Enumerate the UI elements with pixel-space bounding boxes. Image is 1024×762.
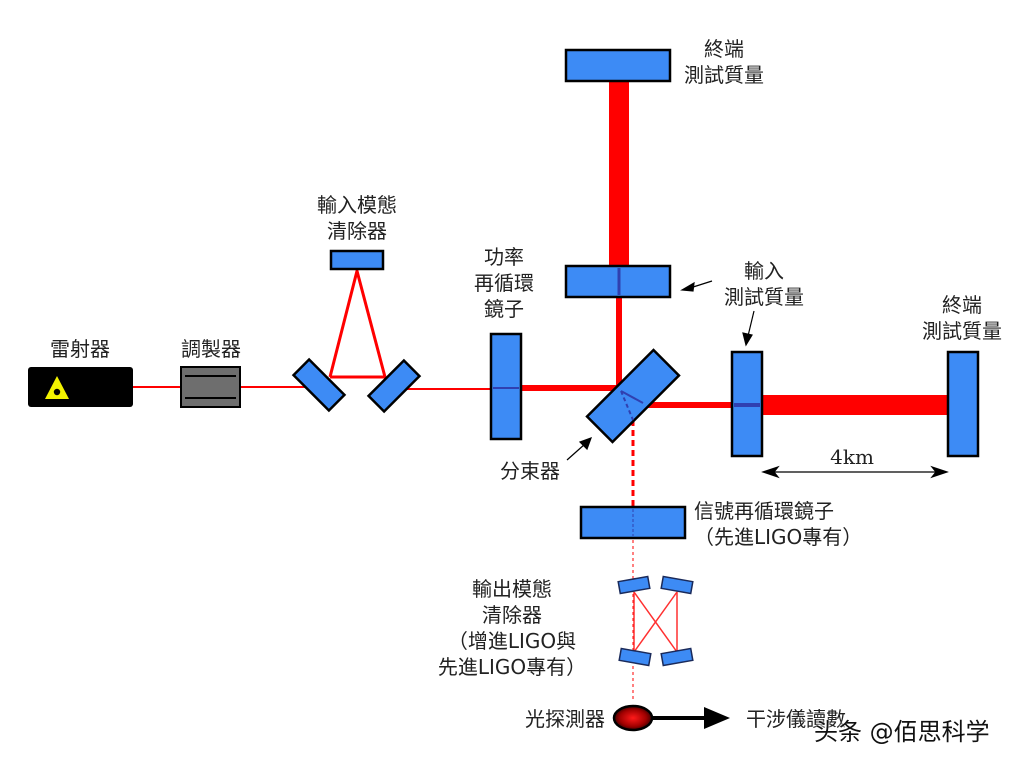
omc-mirror-top-left xyxy=(617,575,651,595)
signal-recycling-mirror-label: 信號再循環鏡子 （先進LIGO專有） xyxy=(694,498,862,550)
interferometer-readout-label: 干涉儀讀數 xyxy=(746,707,846,731)
beam-splitter-label: 分束器 xyxy=(500,459,560,483)
laser-label: 雷射器 xyxy=(50,337,110,361)
laser-warning-icon xyxy=(45,376,69,399)
omc-label-line-4: 先進LIGO專有） xyxy=(437,655,587,679)
prm-label-line-2: 再循環 xyxy=(474,271,534,295)
power-recycling-mirror xyxy=(489,332,523,441)
output-mode-cleaner xyxy=(617,575,694,667)
east-etm-label-line-2: 測試質量 xyxy=(922,319,1002,343)
east-end-test-mass xyxy=(946,350,980,458)
watermark: 头条 @佰思科学 xyxy=(814,718,990,746)
modulator-label: 調製器 xyxy=(181,337,241,361)
omc-mirror-top-right xyxy=(660,575,694,595)
signal-recycling-mirror xyxy=(579,505,687,540)
input-mode-cleaner xyxy=(291,249,422,414)
input-mode-cleaner-label: 輸入模態 清除器 xyxy=(300,192,414,244)
input-test-mass-label: 輸入 測試質量 xyxy=(716,258,812,310)
imc-right-mirror xyxy=(366,358,422,414)
beam-imc-triangle xyxy=(328,265,387,379)
srm-label-line-1: 信號再循環鏡子 xyxy=(694,499,834,523)
label-pointer-arrows xyxy=(566,280,755,461)
north-etm-label-line-1: 終端 xyxy=(704,37,744,61)
omc-label-line-1: 輸出模態 xyxy=(472,577,552,601)
imc-left-mirror xyxy=(291,357,347,413)
north-etm-label-line-2: 測試質量 xyxy=(684,63,764,87)
laser xyxy=(28,367,133,407)
readout-arrow-head xyxy=(704,707,730,729)
omc-mirror-bottom-left xyxy=(618,647,652,667)
omc-mirror-bottom-right xyxy=(660,647,694,667)
north-end-test-mass xyxy=(564,48,672,83)
bs-dark-port-overlay xyxy=(620,390,634,421)
beam-paths xyxy=(133,80,950,700)
imc-top-mirror xyxy=(329,249,385,271)
imc-label-line-1: 輸入模態 xyxy=(317,193,397,217)
modulator xyxy=(180,366,241,408)
east-end-test-mass-label: 終端 測試質量 xyxy=(914,292,1010,344)
imc-label-line-2: 清除器 xyxy=(327,219,387,243)
beam-omc-bowtie xyxy=(633,591,678,653)
srm-label-line-2: （先進LIGO專有） xyxy=(694,525,863,549)
east-etm-label-line-1: 終端 xyxy=(942,293,982,317)
arm-length-dimension xyxy=(761,465,949,479)
bs-beam-overlay xyxy=(620,390,644,404)
itm-label-line-1: 輸入 xyxy=(744,259,784,283)
omc-label-line-3: （增進LIGO與 xyxy=(447,629,577,653)
prm-label-line-1: 功率 xyxy=(484,245,524,269)
power-recycling-mirror-label: 功率 再循環 鏡子 xyxy=(462,244,546,322)
itm-label-line-2: 測試質量 xyxy=(724,285,804,309)
arm-length-label: 4km xyxy=(830,445,874,469)
beam-splitter xyxy=(585,348,681,444)
prm-label-line-3: 鏡子 xyxy=(484,297,524,321)
omc-label-line-2: 清除器 xyxy=(482,603,542,627)
output-mode-cleaner-label: 輸出模態 清除器 （增進LIGO與 先進LIGO專有） xyxy=(432,576,592,680)
north-end-test-mass-label: 終端 測試質量 xyxy=(676,36,772,88)
photodetector-label: 光探測器 xyxy=(525,707,605,731)
photodetector xyxy=(612,704,654,732)
